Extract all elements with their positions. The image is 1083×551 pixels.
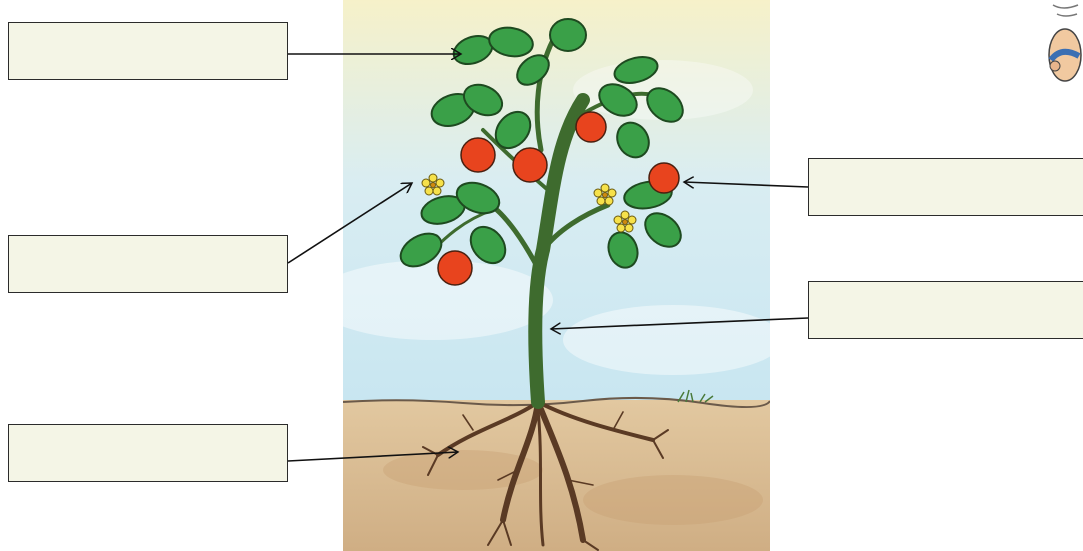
- label-box-flower[interactable]: [8, 235, 288, 293]
- label-box-stem[interactable]: [808, 281, 1083, 339]
- label-box-root[interactable]: [8, 424, 288, 482]
- corner-illustration: [1043, 0, 1083, 85]
- label-box-fruit[interactable]: [808, 158, 1083, 216]
- soil-ground: [343, 398, 770, 551]
- plant-illustration: [343, 0, 770, 551]
- label-box-leaf[interactable]: [8, 22, 288, 80]
